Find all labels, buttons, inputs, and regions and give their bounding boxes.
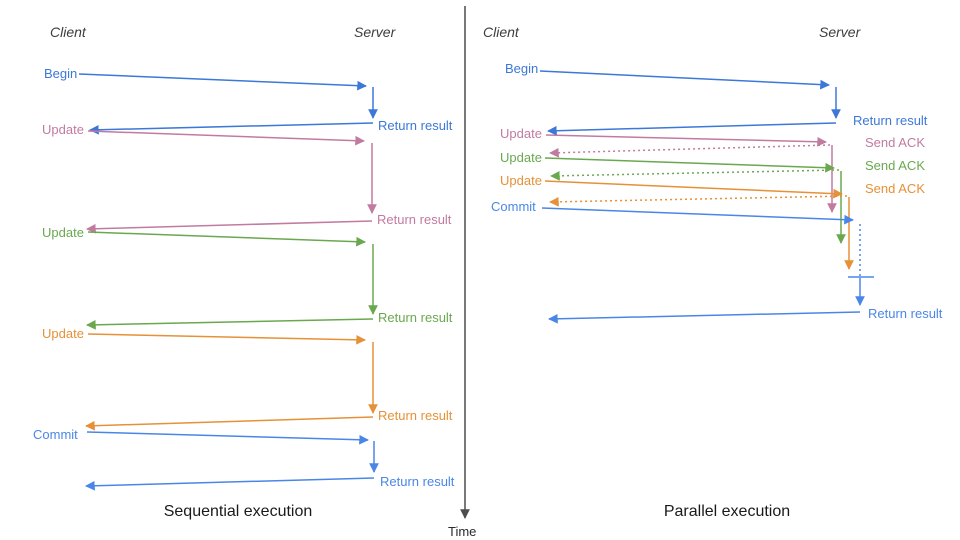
update-label: Update — [500, 126, 542, 141]
return-result-arrow — [86, 220, 373, 234]
begin-label: Begin — [44, 66, 78, 81]
update-request-arrow — [87, 130, 365, 146]
update-request-arrow — [87, 333, 366, 345]
send-ack-arrow — [550, 169, 840, 181]
begin-request-arrow — [78, 73, 367, 91]
left-server-header: Server — [354, 24, 396, 40]
right-client-header: Client — [483, 24, 519, 40]
return-result-arrow — [85, 416, 374, 431]
return-result-arrow — [86, 318, 374, 330]
update-request-arrow — [87, 231, 366, 247]
return-result-arrow — [547, 122, 837, 136]
update-request-arrow — [545, 134, 827, 147]
sequential-execution-caption: Sequential execution — [163, 503, 313, 520]
right-server-header: Server — [819, 24, 861, 40]
update-label: Update — [500, 150, 542, 165]
return-result-arrow — [85, 477, 375, 491]
send-ack-label: Send ACK — [865, 158, 925, 173]
begin-label: Begin — [505, 61, 539, 76]
send-ack-label: Send ACK — [865, 135, 925, 150]
return-result-label: Return result — [853, 113, 928, 128]
commit-label: Commit — [33, 427, 78, 442]
return-result-label: Return result — [378, 408, 453, 423]
update-request-arrow — [544, 157, 835, 173]
return-result-label: Return result — [380, 474, 455, 489]
begin-request-arrow — [539, 70, 830, 90]
return-result-arrow — [548, 311, 861, 324]
return-result-label: Return result — [378, 310, 453, 325]
update-label: Update — [42, 326, 84, 341]
commit-label: Commit — [491, 199, 536, 214]
update-label: Update — [42, 225, 84, 240]
commit-request-arrow — [541, 207, 854, 225]
return-result-arrow — [89, 122, 374, 135]
update-label: Update — [500, 173, 542, 188]
send-ack-arrow — [549, 195, 848, 207]
update-request-arrow — [544, 180, 843, 199]
return-result-label: Return result — [868, 306, 943, 321]
update-label: Update — [42, 122, 84, 137]
left-client-header: Client — [50, 24, 86, 40]
time-axis-label: Time — [448, 524, 477, 539]
return-result-label: Return result — [377, 212, 452, 227]
commit-request-arrow — [86, 431, 369, 445]
return-result-label: Return result — [378, 118, 453, 133]
send-ack-label: Send ACK — [865, 181, 925, 196]
send-ack-arrow — [549, 144, 831, 158]
parallel-execution-caption: Parallel execution — [663, 503, 791, 520]
